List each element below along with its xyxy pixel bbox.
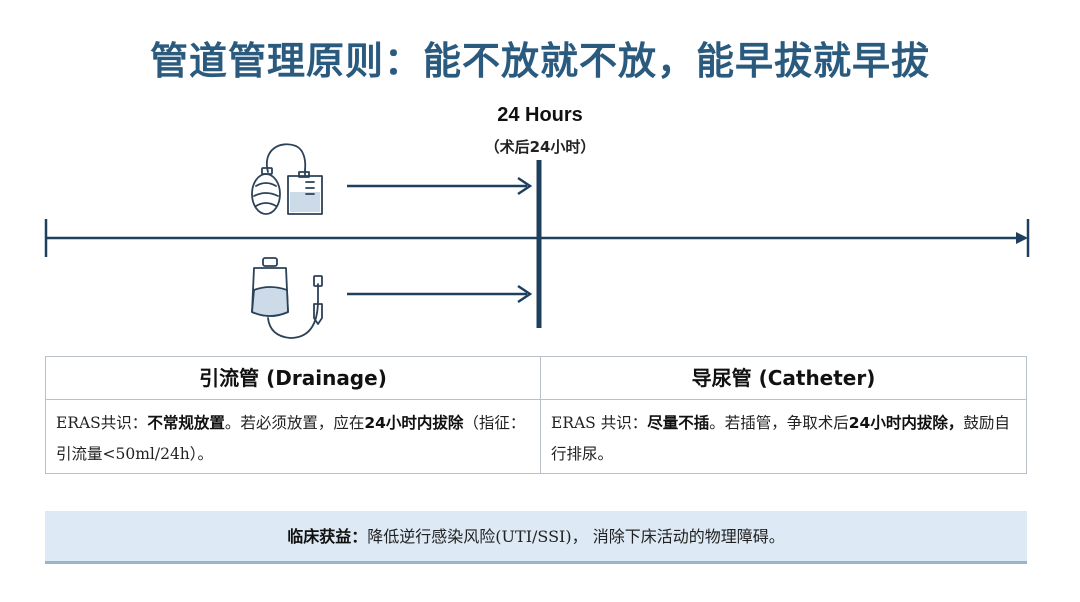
catheter-body: ERAS 共识：尽量不插。若插管，争取术后24小时内拔除，鼓励自行排尿。 (541, 400, 1026, 470)
drainage-body: ERAS共识：不常规放置。若必须放置，应在24小时内拔除（指征：引流量<50ml… (46, 400, 540, 470)
catheter-column: 导尿管 (Catheter) ERAS 共识：尽量不插。若插管，争取术后24小时… (541, 357, 1026, 473)
catheter-tail: 鼓励自行排尿。 (551, 414, 1010, 463)
benefit-text: 降低逆行感染风险(UTI/SSI)， 消除下床活动的物理障碍。 (367, 527, 785, 546)
catheter-prefix: ERAS 共识： (551, 414, 648, 432)
catheter-mid: 。若插管，争取术后 (709, 414, 849, 432)
catheter-bold-2: 24小时内拔除， (848, 414, 964, 432)
catheter-arrow (347, 284, 533, 304)
benefit-label: 临床获益： (287, 527, 368, 546)
marker-24h-sublabel: （术后24小时） (484, 138, 596, 156)
drainage-mid: 。若必须放置，应在 (224, 414, 365, 432)
drainage-prefix: ERAS共识： (56, 414, 148, 432)
drainage-tail: （指征：引流量<50ml/24h）。 (56, 414, 526, 463)
drainage-column: 引流管 (Drainage) ERAS共识：不常规放置。若必须放置，应在24小时… (46, 357, 541, 473)
drainage-header: 引流管 (Drainage) (46, 357, 540, 400)
drainage-bold-2: 24小时内拔除 (364, 414, 464, 432)
drainage-bulb-icon (251, 143, 323, 215)
clinical-benefit-banner: 临床获益：降低逆行感染风险(UTI/SSI)， 消除下床活动的物理障碍。 (45, 511, 1027, 564)
catheter-bold-1: 尽量不插 (647, 414, 710, 432)
catheter-bag-icon (251, 257, 323, 339)
drainage-arrow (347, 176, 533, 196)
drainage-bold-1: 不常规放置 (147, 414, 225, 432)
comparison-table: 引流管 (Drainage) ERAS共识：不常规放置。若必须放置，应在24小时… (45, 356, 1027, 474)
timeline-arrowhead (1016, 232, 1028, 244)
page-title: 管道管理原则：能不放就不放，能早拔就早拔 (149, 39, 930, 83)
marker-24h-label: 24 Hours (497, 104, 583, 126)
catheter-header: 导尿管 (Catheter) (541, 357, 1026, 400)
